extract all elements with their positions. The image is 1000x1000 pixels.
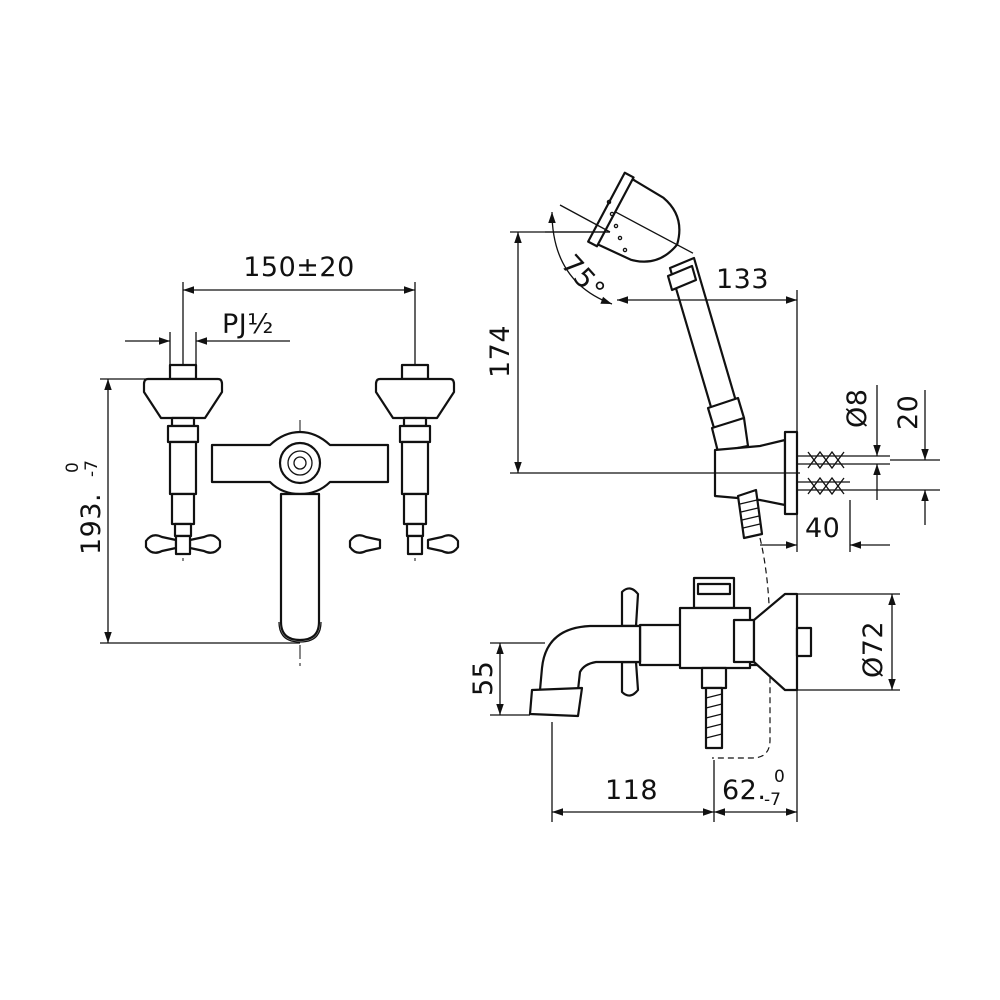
svg-text:193.: 193. — [76, 493, 107, 555]
svg-text:62.: 62. — [722, 775, 766, 806]
dim-spout-height: 55 — [468, 661, 499, 696]
dim-thread: PJ½ — [222, 309, 274, 340]
dim-spray-angle: 75° — [555, 249, 611, 306]
dim-diameter-8: Ø8 — [842, 389, 873, 428]
side-mixer — [528, 576, 813, 750]
dim-shower-reach: 133 — [716, 264, 769, 295]
wall-anchors — [797, 450, 850, 496]
svg-text:0: 0 — [63, 462, 83, 473]
dim-bracket-40: 40 — [805, 513, 840, 544]
dim-flange-diameter: Ø72 — [858, 621, 889, 678]
svg-text:-7: -7 — [82, 460, 102, 477]
left-handle — [144, 534, 178, 554]
dim-offset-20: 20 — [893, 395, 924, 430]
dim-height-main: 193. 0 -7 — [63, 460, 107, 555]
left-valve — [142, 363, 224, 556]
dim-spacing: 150±20 — [243, 252, 355, 283]
side-view: 174 75° 133 Ø8 20 40 Ø72 — [468, 171, 940, 822]
front-view: 150±20 PJ½ 193. 0 -7 — [63, 252, 460, 670]
svg-text:-7: -7 — [764, 790, 781, 810]
diverter-knob — [278, 441, 322, 485]
right-handle — [348, 534, 382, 554]
dim-wall-offset: 62. 0 -7 — [722, 767, 785, 810]
svg-text:0: 0 — [774, 767, 785, 787]
dim-shower-height: 174 — [485, 325, 516, 378]
side-handle — [620, 587, 640, 628]
front-spout — [279, 492, 321, 642]
dim-spout-reach: 118 — [605, 775, 658, 806]
right-valve — [348, 363, 460, 556]
